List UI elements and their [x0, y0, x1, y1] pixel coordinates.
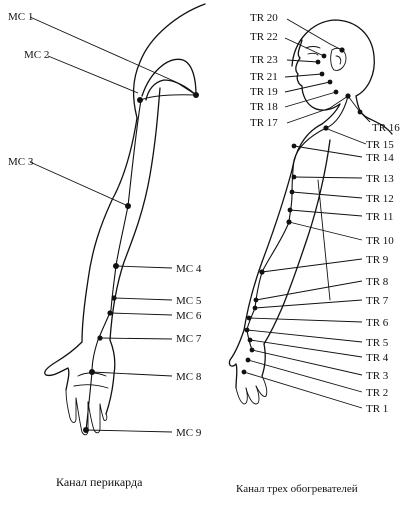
- label-mc3: MC 3: [8, 156, 34, 168]
- point-tr5: [244, 327, 250, 333]
- point-tr10: [286, 219, 292, 225]
- point-mc7: [97, 335, 103, 341]
- point-mc9: [83, 427, 89, 433]
- label-tr7: TR 7: [366, 295, 389, 307]
- point-tr14: [291, 143, 297, 149]
- point-tr15: [323, 125, 329, 131]
- label-tr16: TR 16: [372, 122, 400, 134]
- label-mc4: MC 4: [176, 263, 202, 275]
- label-tr11: TR 11: [366, 211, 393, 223]
- right-points: [241, 47, 363, 375]
- point-tr16: [357, 109, 363, 115]
- point-tr3: [249, 347, 255, 353]
- label-tr1: TR 1: [366, 403, 388, 415]
- point-mc1: [193, 92, 199, 98]
- point-tr9: [259, 269, 265, 275]
- label-mc2: MC 2: [24, 49, 49, 61]
- label-tr23: TR 23: [250, 54, 278, 66]
- right-labels: TR 20 TR 22 TR 23 TR 21 TR 19 TR 18 TR 1…: [250, 12, 400, 415]
- point-mc4: [113, 263, 119, 269]
- label-tr22: TR 22: [250, 31, 278, 43]
- label-mc1: MC 1: [8, 11, 33, 23]
- point-tr7: [252, 305, 258, 311]
- caption-left: Канал перикарда: [56, 475, 143, 489]
- left-labels: MC 1 MC 2 MC 3 MC 4 MC 5 MC 6 MC 7 MC 8 …: [8, 11, 202, 439]
- label-tr20: TR 20: [250, 12, 278, 24]
- label-tr15: TR 15: [366, 139, 394, 151]
- point-tr6: [246, 315, 252, 321]
- label-mc8: MC 8: [176, 371, 202, 383]
- label-tr9: TR 9: [366, 254, 389, 266]
- label-mc5: MC 5: [176, 295, 202, 307]
- label-tr21: TR 21: [250, 71, 278, 83]
- point-tr11: [287, 207, 293, 213]
- label-tr3: TR 3: [366, 370, 389, 382]
- point-mc8: [89, 369, 95, 375]
- label-tr19: TR 19: [250, 86, 278, 98]
- point-tr17: [345, 93, 351, 99]
- point-tr21: [319, 71, 325, 77]
- point-mc5: [111, 295, 117, 301]
- point-tr12: [289, 189, 295, 195]
- point-tr4: [247, 337, 253, 343]
- point-mc2: [137, 97, 143, 103]
- point-tr19: [327, 79, 333, 85]
- caption-right: Канал трех обогревателей: [236, 483, 358, 495]
- label-tr13: TR 13: [366, 173, 394, 185]
- point-tr23: [315, 59, 321, 65]
- point-mc6: [107, 310, 113, 316]
- label-tr4: TR 4: [366, 352, 389, 364]
- label-tr6: TR 6: [366, 317, 389, 329]
- left-arm-figure: [44, 3, 206, 436]
- label-mc7: MC 7: [176, 333, 202, 345]
- point-tr13: [291, 174, 297, 180]
- label-tr8: TR 8: [366, 276, 389, 288]
- left-points: [83, 92, 199, 433]
- label-tr2: TR 2: [366, 387, 388, 399]
- left-leaders: [29, 16, 197, 433]
- label-mc6: MC 6: [176, 310, 202, 322]
- label-tr14: TR 14: [366, 152, 394, 164]
- point-tr18: [333, 89, 339, 95]
- point-tr22: [321, 53, 327, 59]
- label-mc9: MC 9: [176, 427, 202, 439]
- point-tr1: [241, 369, 247, 375]
- point-tr20: [339, 47, 345, 53]
- label-tr18: TR 18: [250, 101, 278, 113]
- right-leaders: [243, 18, 371, 409]
- point-tr8: [253, 297, 259, 303]
- label-tr12: TR 12: [366, 193, 394, 205]
- label-tr5: TR 5: [366, 337, 389, 349]
- point-mc3: [125, 203, 131, 209]
- point-tr2: [245, 357, 251, 363]
- label-tr17: TR 17: [250, 117, 278, 129]
- label-tr10: TR 10: [366, 235, 394, 247]
